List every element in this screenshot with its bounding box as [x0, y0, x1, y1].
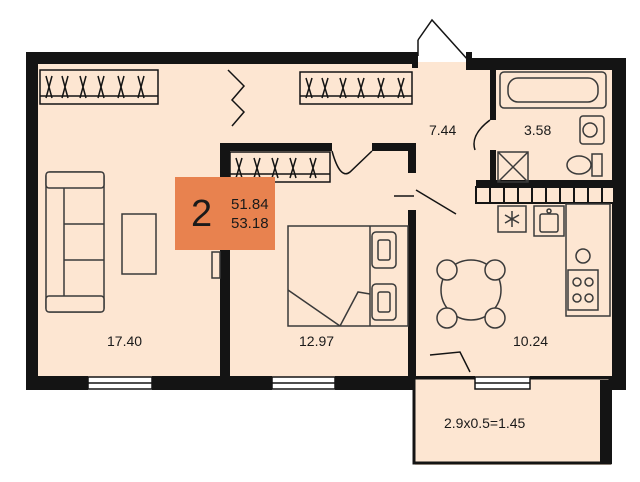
balcony	[412, 376, 612, 465]
apartment-summary-badge: 2 51.84 53.18	[175, 177, 275, 250]
fridge-snowflake-icon	[497, 205, 527, 233]
sofa-icon	[45, 171, 105, 313]
total-area-with-balcony: 53.18	[231, 214, 269, 232]
door-icon	[227, 69, 491, 373]
kitchen-counter-band	[475, 186, 615, 204]
hallway-area: 7.44	[429, 122, 456, 138]
bedroom-area: 12.97	[299, 333, 334, 349]
toilet-icon	[566, 153, 603, 177]
bathtub-icon	[499, 71, 607, 109]
dining-table-icon	[436, 259, 506, 329]
tv-stand	[211, 251, 221, 279]
chair-icon	[484, 259, 506, 281]
coffee-table-icon	[121, 213, 157, 275]
kitchen-counter	[565, 203, 611, 317]
bathroom-area: 3.58	[524, 122, 551, 138]
bed-icon	[287, 225, 409, 327]
chair-icon	[436, 307, 458, 329]
chair-icon	[484, 307, 506, 329]
pillow-icon	[371, 283, 397, 321]
balcony-area: 2.9x0.5=1.45	[444, 415, 526, 431]
window-icon	[87, 376, 531, 390]
living-room-area: 17.40	[107, 333, 142, 349]
washbasin-icon	[579, 115, 605, 145]
kitchen-area: 10.24	[513, 333, 548, 349]
total-area: 51.84	[231, 195, 269, 213]
wardrobe-icon	[39, 69, 413, 183]
rooms-count: 2	[191, 192, 213, 235]
stove-icon	[567, 248, 599, 311]
chair-icon	[436, 259, 458, 281]
pillow-icon	[371, 231, 397, 269]
shower-drain-icon	[497, 151, 529, 183]
sink-icon	[533, 205, 565, 237]
door-icon	[417, 18, 469, 61]
area-values: 51.84 53.18	[231, 195, 269, 233]
